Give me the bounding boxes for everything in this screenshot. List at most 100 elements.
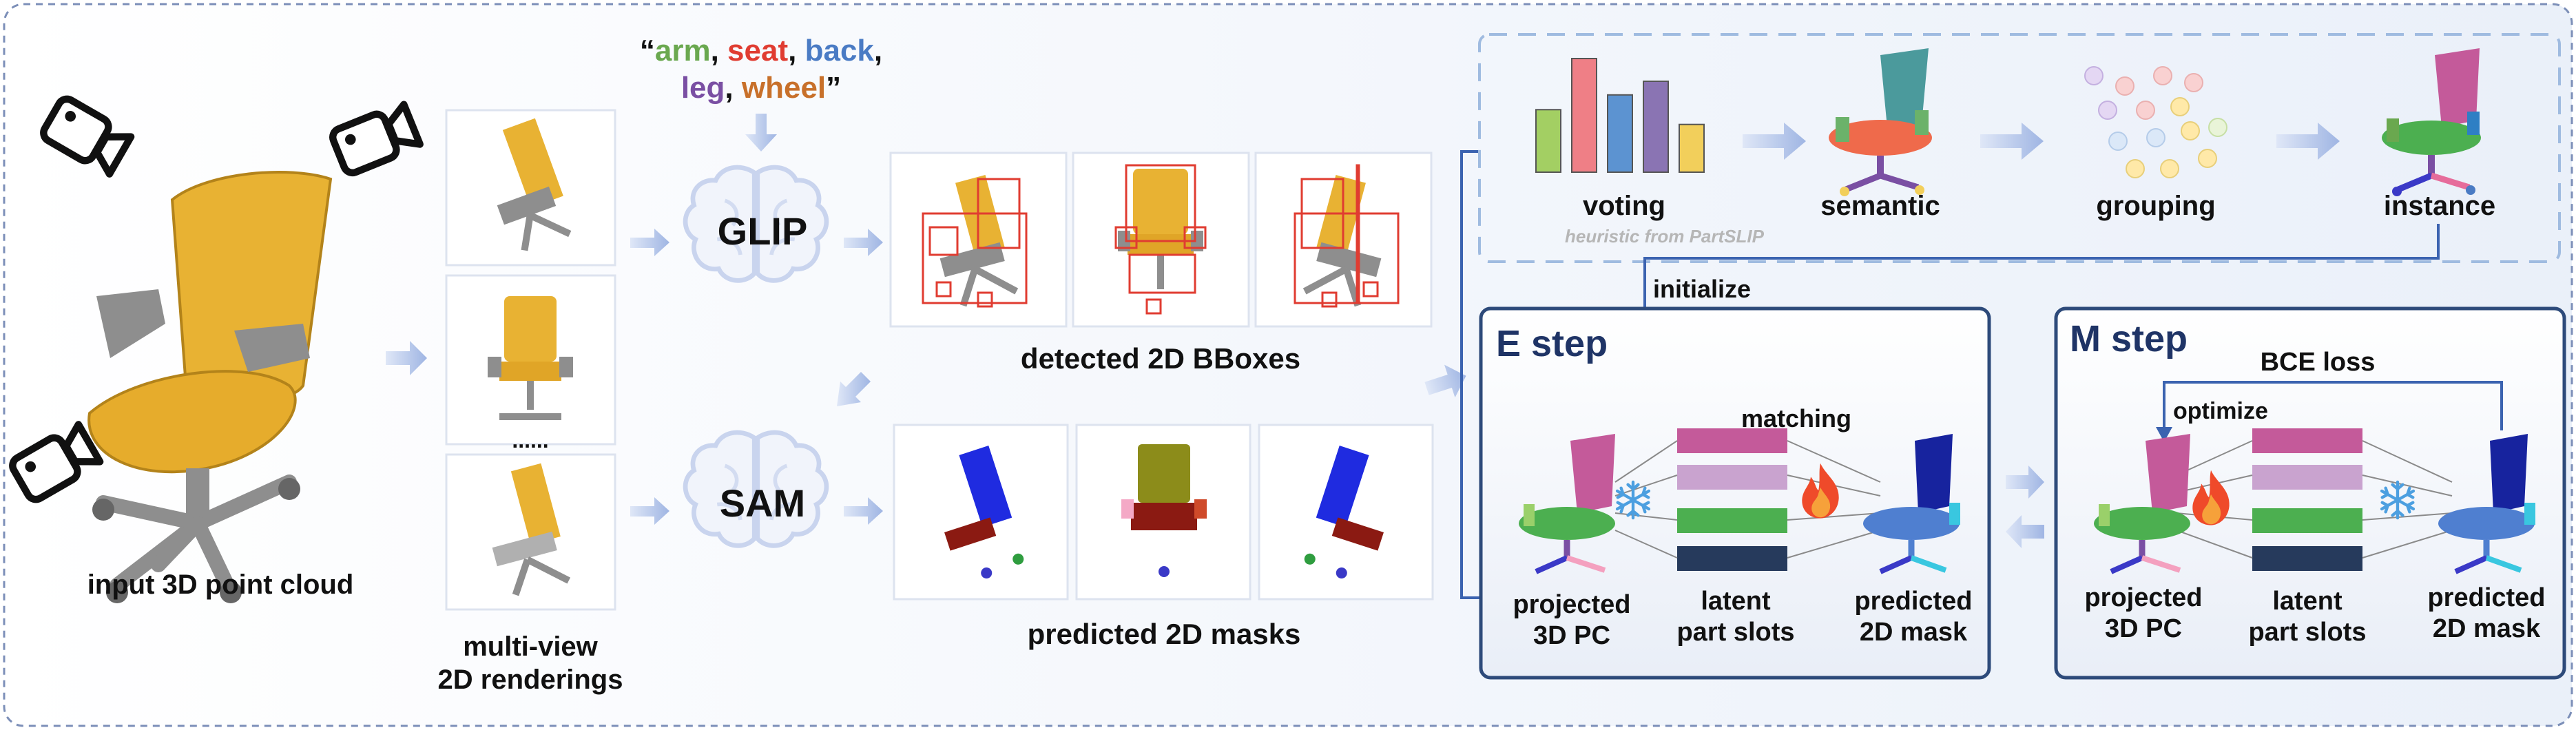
view-chair-3 [492, 463, 571, 596]
arrow-glip-to-bboxes [844, 229, 883, 256]
m-proj-line2: 3D PC [2105, 614, 2182, 643]
m-step-frame [2054, 306, 2566, 680]
e-proj-line1: projected [1513, 590, 1630, 619]
bbox-chair-2 [1118, 169, 1203, 289]
latent-slot [2252, 465, 2362, 490]
e-pred-line2: 2D mask [1860, 618, 1968, 647]
prompt-word-seat: seat [727, 34, 788, 67]
bboxes-2 [1114, 164, 1207, 315]
instance-label: instance [2384, 191, 2495, 221]
prompt-word-wheel: wheel [741, 71, 826, 105]
chair-wheels [92, 478, 300, 603]
bbox-chair-3 [1302, 175, 1382, 307]
latent-slot [2252, 508, 2362, 533]
m-latent-line2: part slots [2248, 618, 2366, 647]
m-proj-line1: projected [2084, 583, 2202, 612]
heuristic-box: voting heuristic from PartSLIP semantic [1478, 33, 2561, 263]
e-step-frame [1479, 306, 1991, 680]
detected-bboxes: detected 2D BBoxes [889, 152, 1433, 375]
input-point-cloud: input 3D point cloud [10, 96, 421, 603]
arrow-e-to-m [2006, 466, 2044, 499]
initialize-label: initialize [1653, 275, 1751, 303]
arrow-input-to-views [386, 341, 427, 375]
e-step-title: E step [1496, 323, 1608, 364]
multiview-label-line1: multi-view [463, 632, 598, 662]
arrow-to-optimization [1424, 364, 1466, 398]
bboxes-3 [1294, 164, 1400, 308]
text-prompt: “arm, seat, back, leg, wheel” [640, 34, 882, 152]
prompt-word-leg: leg [681, 71, 725, 105]
m-step-title: M step [2070, 318, 2188, 359]
e-matching-label: matching [1741, 404, 1851, 432]
grouping-dots [2084, 66, 2227, 178]
masks-label: predicted 2D masks [1028, 618, 1301, 650]
view-chair-2 [488, 296, 573, 420]
predicted-masks: predicted 2D masks [893, 424, 1434, 650]
arrow-semantic-to-grouping [1980, 123, 2044, 160]
arrow-views-to-sam [630, 497, 669, 525]
vote-bar [1571, 58, 1597, 173]
voting-histogram [1535, 58, 1705, 173]
m-loss-label: BCE loss [2261, 348, 2376, 377]
m-projected-chair [2094, 434, 2190, 574]
voting-note: heuristic from PartSLIP [1565, 226, 1765, 247]
multiview-renderings: ...... multi-view 2D renderings [438, 109, 623, 695]
latent-slot [1677, 428, 1787, 453]
glip-model: GLIP [685, 167, 827, 280]
voting-label: voting [1583, 191, 1665, 221]
latent-slot [1677, 546, 1787, 571]
vote-bar [1643, 81, 1669, 173]
chair-right-arm [234, 324, 310, 372]
e-latent-line1: latent [1701, 587, 1771, 616]
ellipsis: ...... [512, 428, 548, 452]
chair-left-arm [96, 289, 165, 358]
chair-legs [96, 474, 297, 593]
e-predicted-chair [1863, 434, 1960, 574]
vote-bar [1535, 109, 1561, 173]
arrow-grouping-to-instance [2276, 123, 2340, 160]
prompt-word-arm: arm [655, 34, 711, 67]
mask-chair-1 [944, 446, 1024, 579]
vote-bar [1607, 94, 1633, 173]
semantic-chair [1829, 48, 1932, 196]
instance-chair [2382, 48, 2481, 196]
view-chair-1 [497, 118, 572, 251]
arrow-bboxes-to-sam [837, 372, 871, 406]
prompt-line-1: “arm, seat, back, [640, 34, 882, 67]
arrow-m-to-e [2006, 515, 2044, 548]
e-latent-line2: part slots [1676, 618, 1794, 647]
e-pred-line1: predicted [1854, 587, 1972, 616]
arrow-prompt-to-glip [745, 114, 777, 152]
arrow-sam-to-masks [844, 497, 883, 525]
m-latent-slots [2252, 428, 2362, 571]
bboxes-1 [922, 178, 1028, 308]
heuristic-frame [1478, 33, 2561, 263]
e-proj-line2: 3D PC [1533, 621, 1610, 650]
sam-label: SAM [720, 481, 805, 525]
prompt-word-back: back [805, 34, 875, 67]
m-optimize-label: optimize [2173, 398, 2268, 424]
mask-chair-2 [1121, 444, 1207, 577]
m-pred-line2: 2D mask [2433, 614, 2541, 643]
m-step-panel: M step BCE loss optimize [2054, 306, 2566, 680]
vote-bar [1679, 123, 1705, 173]
latent-slot [1677, 508, 1787, 533]
optimize-arrowhead [2156, 427, 2172, 442]
prompt-line-2: leg, wheel” [681, 71, 841, 105]
mask-chair-3 [1304, 446, 1384, 579]
m-pred-line1: predicted [2427, 583, 2545, 612]
chair-seat [87, 370, 297, 474]
m-predicted-chair [2438, 434, 2535, 574]
semantic-label: semantic [1820, 191, 1940, 221]
latent-slot [1677, 465, 1787, 490]
bbox-chair-1 [939, 175, 1019, 307]
m-latent-line1: latent [2272, 587, 2343, 616]
latent-slot [2252, 428, 2362, 453]
e-projected-chair [1519, 434, 1615, 574]
arrow-voting-to-semantic [1743, 123, 1806, 160]
input-label: input 3D point cloud [87, 570, 354, 600]
multiview-label-line2: 2D renderings [438, 665, 623, 695]
glip-label: GLIP [718, 209, 808, 253]
